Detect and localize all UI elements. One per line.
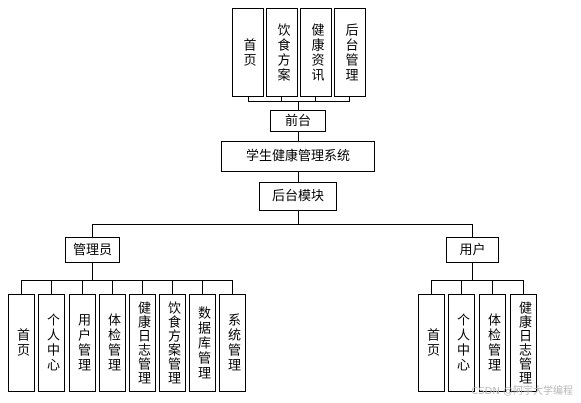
user-module-personal-center-label: 个人中心 <box>454 313 469 373</box>
admin-node: 管理员 <box>65 237 120 263</box>
admin-module-database-management: 数据库管理 <box>189 294 216 392</box>
user-module-health-log-management-label: 健康日志管理 <box>516 301 531 385</box>
system-title: 学生健康管理系统 <box>245 149 350 164</box>
front-page-health-news: 健康资讯 <box>300 8 332 97</box>
admin-module-health-log-management-label: 健康日志管理 <box>135 301 150 385</box>
admin-module-home-label: 首页 <box>14 328 29 358</box>
admin-module-personal-center-label: 个人中心 <box>44 313 59 373</box>
admin-module-diet-plan-management-label: 饮食方案管理 <box>165 301 180 385</box>
watermark-text: CSDN @阿宇大学编程 <box>471 386 573 397</box>
user-module-checkup-management-label: 体检管理 <box>485 313 500 373</box>
admin-module-checkup-management: 体检管理 <box>99 294 126 392</box>
front-page-diet-plan: 饮食方案 <box>266 8 298 97</box>
front-page-admin-label: 后台管理 <box>342 22 358 83</box>
user-module-personal-center: 个人中心 <box>448 294 475 392</box>
front-page-admin: 后台管理 <box>334 8 366 97</box>
frontend-label: 前台 <box>284 113 311 129</box>
user-module-home-label: 首页 <box>424 328 439 358</box>
admin-module-diet-plan-management: 饮食方案管理 <box>159 294 186 392</box>
user-node: 用户 <box>446 237 499 263</box>
user-module-checkup-management: 体检管理 <box>479 294 506 392</box>
admin-module-checkup-management-label: 体检管理 <box>105 313 120 373</box>
front-page-home-label: 首页 <box>240 37 256 68</box>
admin-module-system-management: 系统管理 <box>219 294 246 392</box>
admin-module-user-management-label: 用户管理 <box>75 313 90 373</box>
system-node: 学生健康管理系统 <box>221 141 375 172</box>
admin-module-database-management-label: 数据库管理 <box>195 305 210 381</box>
frontend-node: 前台 <box>270 110 326 132</box>
front-page-health-news-label: 健康资讯 <box>308 22 324 83</box>
user-module-home: 首页 <box>418 294 445 392</box>
user-label: 用户 <box>459 242 486 258</box>
backend-node: 后台模块 <box>259 182 337 211</box>
front-page-home: 首页 <box>232 8 264 97</box>
admin-module-user-management: 用户管理 <box>69 294 96 392</box>
admin-module-home: 首页 <box>8 294 35 392</box>
backend-label: 后台模块 <box>271 189 324 204</box>
admin-module-health-log-management: 健康日志管理 <box>129 294 156 392</box>
front-page-diet-plan-label: 饮食方案 <box>274 22 290 83</box>
admin-module-personal-center: 个人中心 <box>38 294 65 392</box>
admin-module-system-management-label: 系统管理 <box>225 313 240 373</box>
admin-label: 管理员 <box>72 242 112 258</box>
user-module-health-log-management: 健康日志管理 <box>510 294 537 392</box>
